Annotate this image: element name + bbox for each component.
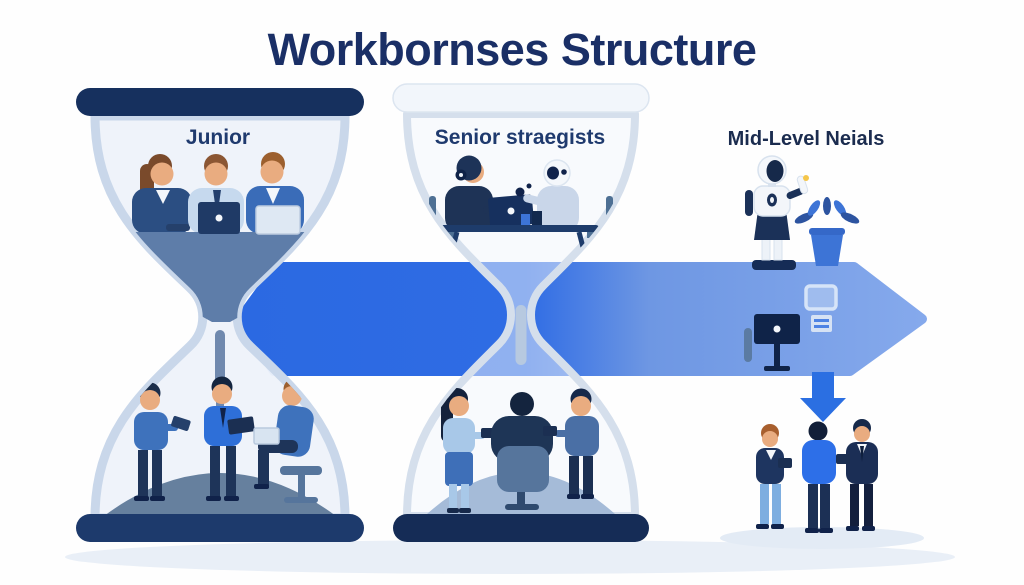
computer-icon bbox=[804, 284, 838, 332]
hourglass-junior bbox=[76, 88, 364, 542]
hourglass-top-cap bbox=[392, 83, 650, 113]
plant-icon bbox=[794, 197, 860, 266]
page-title: Workbornses Structure bbox=[267, 24, 757, 75]
down-arrow-icon bbox=[800, 372, 846, 422]
hourglass-top-cap bbox=[76, 88, 364, 116]
robot-icon bbox=[745, 155, 809, 270]
sand-stream bbox=[515, 305, 527, 365]
hourglass-senior bbox=[392, 83, 650, 542]
group-shadow bbox=[720, 527, 924, 549]
junior-team-bottom bbox=[104, 376, 336, 516]
junior-team-top bbox=[108, 152, 334, 322]
section-label-mid-level: Mid-Level Neials bbox=[727, 128, 885, 150]
hourglass-bottom-cap bbox=[76, 514, 364, 542]
mid-level-section bbox=[720, 155, 924, 549]
monitor-icon bbox=[744, 314, 800, 371]
senior-review-scene bbox=[427, 388, 615, 514]
hourglass-bottom-cap bbox=[393, 514, 649, 542]
section-label-senior: Senior straegists bbox=[434, 126, 606, 149]
senior-strategist-scene bbox=[425, 155, 615, 271]
section-label-junior: Junior bbox=[185, 126, 251, 149]
ground-shadow-ellipse bbox=[65, 540, 955, 574]
mid-level-team bbox=[756, 419, 878, 533]
